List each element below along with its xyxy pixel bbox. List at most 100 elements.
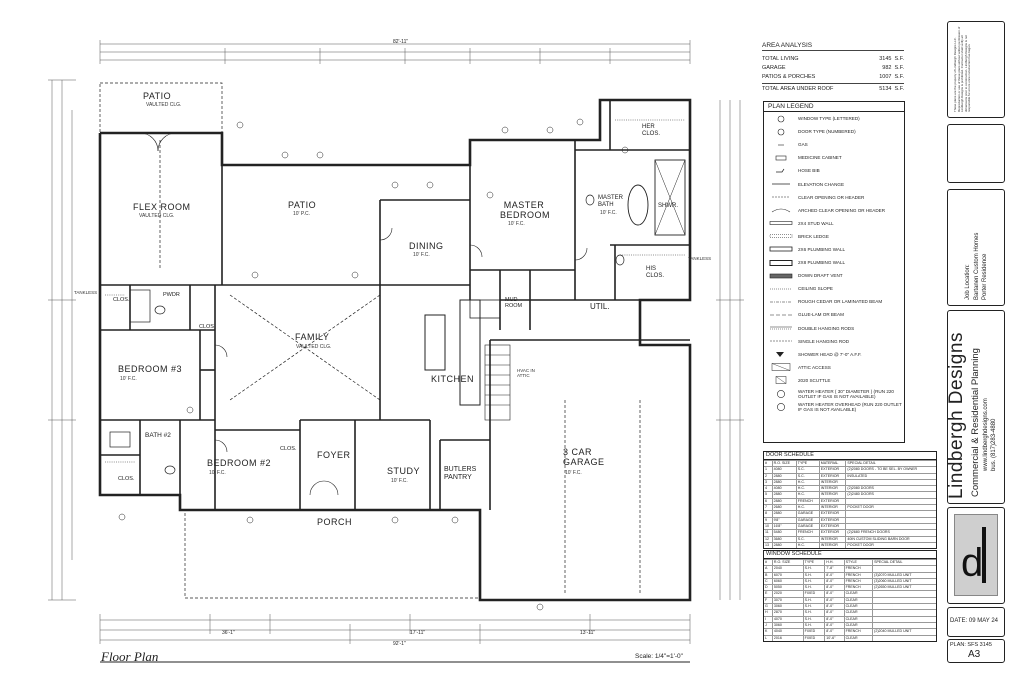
legend-item-text: SINGLE HANGING ROD — [798, 338, 850, 344]
schedule-cell: CLEAR — [843, 615, 873, 623]
schedule-cell: POCKET DOOR — [845, 504, 936, 511]
area-total-label: TOTAL AREA UNDER ROOF — [762, 85, 834, 92]
legend-item-text: CLEAR OPENING OR HEADER — [798, 194, 865, 200]
schedule-cell — [872, 590, 936, 598]
room-note-family: VAULTED CLG. — [296, 344, 332, 350]
schedule-cell: (2)2480 DOORS — [845, 491, 936, 499]
room-label-closet-3: CLOS. — [118, 476, 135, 482]
schedule-cell: G — [764, 603, 773, 610]
schedule-cell: CLEAR — [843, 590, 873, 598]
legend-item-text: ATTIC ACCESS — [798, 364, 831, 370]
blank-title-box — [947, 124, 1005, 183]
schedule-cell — [845, 478, 936, 486]
legend-item: 2020 SCUTTLE — [764, 374, 904, 387]
schedule-cell: 8'-0" — [824, 628, 845, 636]
area-row: GARAGE 982 S.F. — [762, 63, 904, 72]
schedule-cell: S.H. — [802, 603, 825, 610]
room-note-flex-room: VAULTED CLG. — [139, 213, 175, 219]
schedule-cell: 2880 — [771, 491, 797, 499]
schedule-cell — [872, 565, 936, 573]
schedule-cell: H.C. — [795, 485, 820, 492]
area-total-value: 5134 S.F. — [879, 85, 904, 92]
schedule-header-cell: R.O. SIZE — [771, 558, 804, 566]
schedule-cell: 8'-0" — [824, 571, 845, 579]
schedule-cell: EXTERIOR — [818, 510, 846, 518]
company-phone: bus. (817)283-4880 — [991, 418, 997, 471]
door-tag-icon — [764, 128, 798, 136]
schedule-cell: 8'-0" — [824, 584, 845, 591]
shower-head-icon — [764, 350, 798, 358]
schedule-cell: S.H. — [802, 621, 825, 629]
area-row-value: 3145 S.F. — [879, 55, 904, 62]
schedule-cell — [845, 510, 936, 518]
schedule-cell: 12 — [764, 535, 773, 543]
schedule-cell: (2)2650 MULLED UNIT — [872, 584, 936, 591]
schedule-cell: L — [764, 634, 773, 641]
legend-item: WINDOW TYPE (LETTERED) — [764, 112, 904, 125]
legend-item-text: ROUGH CEDAR OR LAMINATED BEAM — [798, 299, 883, 305]
schedule-cell: 9'8" — [771, 516, 797, 524]
schedule-cell: FRENCH — [795, 529, 820, 537]
sheet-number: A3 — [968, 649, 981, 660]
schedule-cell: INTERIOR — [818, 535, 846, 543]
schedule-cell: H.C. — [795, 491, 820, 499]
schedule-cell: S.H. — [802, 615, 825, 623]
schedule-cell: H.C. — [795, 478, 820, 486]
legend-item-text: DOWN DRAFT VENT — [798, 273, 843, 279]
room-label-patio-top: PATIO — [143, 91, 172, 101]
double-rod-icon — [764, 324, 798, 332]
arched-opening-icon — [764, 206, 798, 214]
legend-item: DOWN DRAFT VENT — [764, 269, 904, 282]
area-analysis: AREA ANALYSIS TOTAL LIVING 3145 S.F. GAR… — [762, 42, 904, 93]
legend-item: DOUBLE HANGING RODS — [764, 322, 904, 335]
logo-block: d — [947, 507, 1005, 604]
company-name: Lindbergh Designs — [946, 332, 967, 499]
room-label-flex-room: FLEX ROOM — [133, 202, 191, 212]
schedule-cell: 3070 — [771, 596, 804, 604]
legend-item-text: CEILING SLOPE — [798, 286, 833, 292]
schedule-cell: 3060 — [771, 621, 804, 629]
schedule-cell: GARAGE — [795, 522, 820, 530]
room-note-master-bedroom: 10' F.C. — [508, 221, 525, 227]
room-label-family: FAMILY — [295, 332, 330, 342]
plan-date: DATE: 09 MAY 24 — [950, 618, 999, 624]
logo-bar — [982, 527, 986, 583]
schedule-cell: 8'-0" — [824, 603, 845, 610]
room-label-patio-mid: PATIO — [288, 200, 317, 210]
schedule-header-cell: TYPE — [802, 558, 825, 566]
legend-item-text: 2X6 PLUMBING WALL — [798, 246, 846, 252]
logo-panel: d — [954, 514, 998, 596]
drawing-title: Floor Plan — [101, 649, 159, 664]
schedule-cell: S.H. — [802, 577, 825, 585]
room-label-his-closet: HIS CLOS. — [646, 266, 665, 279]
schedule-cell: 4 — [764, 485, 773, 492]
schedule-cell: FIXED — [802, 634, 825, 641]
label-tankless-left: TANKLESS — [74, 290, 98, 295]
area-row-value: 1007 S.F. — [879, 73, 904, 80]
date-block: DATE: 09 MAY 24 — [947, 607, 1005, 637]
schedule-header-cell: H.H. — [824, 558, 845, 566]
area-row: PATIOS & PORCHES 1007 S.F. — [762, 72, 904, 81]
schedule-header-cell: MATERIAL — [818, 459, 846, 467]
drawing-scale: Scale: 1/4"=1'-0" — [635, 653, 683, 660]
schedule-cell: INTERIOR — [818, 541, 846, 549]
room-label-garage: 3 CAR GARAGE — [563, 447, 605, 467]
schedule-cell: 2680 — [771, 504, 797, 511]
schedule-cell: FRENCH — [843, 565, 873, 573]
schedule-cell: 7 — [764, 504, 773, 511]
plan-legend-heading: PLAN LEGEND — [764, 102, 904, 112]
bottom-dimension-3: 13'-11" — [580, 630, 596, 636]
room-label-butlers-pantry: BUTLERS PANTRY — [444, 466, 477, 481]
plan-legend-items: WINDOW TYPE (LETTERED)DOOR TYPE (NUMBERE… — [764, 112, 904, 413]
schedule-cell: H.C. — [795, 504, 820, 511]
schedule-cell: 7'-8" — [824, 565, 845, 573]
schedule-cell: FIXED — [802, 590, 825, 598]
schedule-cell: 8'-0" — [824, 596, 845, 604]
